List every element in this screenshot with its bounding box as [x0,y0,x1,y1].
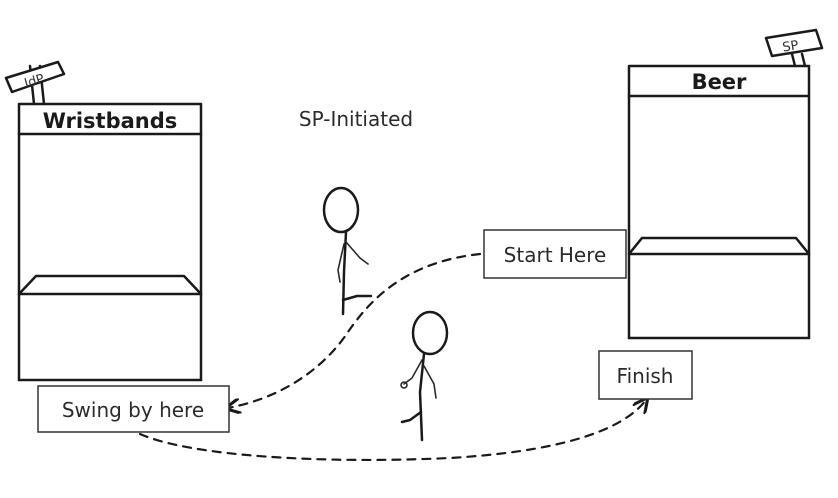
figure-lower-arms [403,359,437,399]
finish-box: Finish [598,350,693,400]
sp-signpost: SP [764,28,824,68]
diagram-title: SP-Initiated [299,107,413,131]
sp-signpost-label: SP [781,38,799,55]
figure-lower-body [418,352,426,442]
start-here-box: Start Here [483,229,627,279]
figure-upper-arms [337,241,369,283]
idp-booth-frame [17,132,203,382]
stick-figure-lower [400,310,449,442]
figure-upper-leg [341,294,373,302]
idp-sign-panel [17,102,203,136]
sp-sign-text: Beer [692,70,747,94]
idp-booth: IdP Wristbands [4,60,203,382]
start-here-label: Start Here [504,243,607,267]
idp-sign-text: Wristbands [43,109,178,133]
path-swing-to-finish [138,400,646,462]
idp-counter-top [17,274,203,296]
finish-label: Finish [617,364,674,388]
figure-lower-leg [400,410,423,424]
swing-by-here-label: Swing by here [62,398,204,422]
figure-upper-head [322,186,360,234]
sp-booth: SP Beer [627,28,824,340]
idp-signpost: IdP [4,60,66,106]
swing-by-here-box: Swing by here [37,385,230,433]
sp-sign-panel [627,64,811,98]
path-start-to-swing [228,252,482,408]
idp-signpost-label: IdP [23,72,46,92]
stick-figure-upper [322,186,373,316]
sp-counter-top [627,236,811,256]
sp-booth-frame [627,94,811,340]
figure-lower-hand [400,381,408,389]
figure-lower-head [411,310,449,356]
